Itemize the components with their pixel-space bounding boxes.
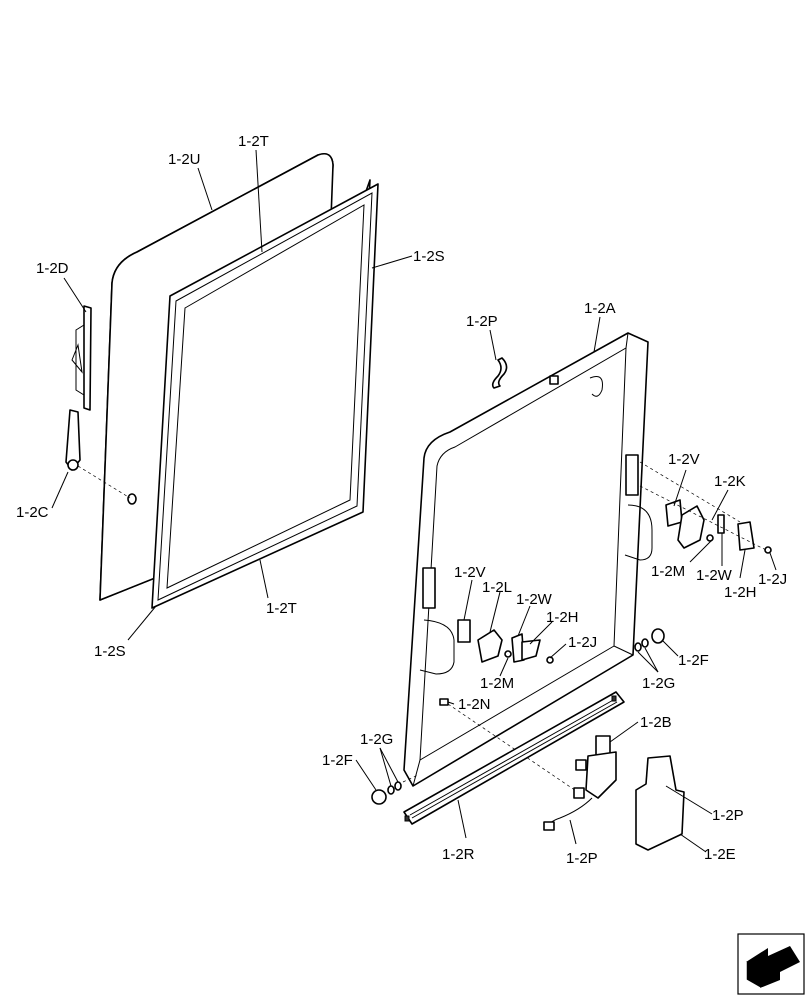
label-1-2m-right: 1-2M <box>651 563 685 580</box>
label-1-2h-right: 1-2H <box>724 584 757 601</box>
label-1-2l: 1-2L <box>482 579 512 596</box>
label-1-2f-left: 1-2F <box>322 752 353 769</box>
label-1-2g-left: 1-2G <box>360 731 393 748</box>
label-1-2t-bottom: 1-2T <box>266 600 297 617</box>
label-1-2p-hose: 1-2P <box>466 313 498 330</box>
washer-tank <box>635 755 685 851</box>
leader-lines <box>51 149 777 853</box>
part-labels: 1-2U 1-2T 1-2S 1-2D 1-2C 1-2T 1-2S 1-2P … <box>16 133 787 867</box>
label-1-2t-top: 1-2T <box>238 133 269 150</box>
next-page-arrow-icon[interactable] <box>737 933 805 995</box>
label-1-2w-left: 1-2W <box>516 591 553 608</box>
label-1-2j-left: 1-2J <box>568 634 597 651</box>
label-1-2r: 1-2R <box>442 846 475 863</box>
bumper-right <box>634 628 665 652</box>
label-1-2w-right: 1-2W <box>696 567 733 584</box>
hardware-right <box>639 461 772 554</box>
label-1-2d: 1-2D <box>36 260 69 277</box>
rail <box>403 691 625 825</box>
label-1-2b: 1-2B <box>640 714 672 731</box>
door-frame <box>403 332 653 787</box>
label-1-2s-right: 1-2S <box>413 248 445 265</box>
label-1-2e: 1-2E <box>704 846 736 863</box>
label-1-2v-right: 1-2V <box>668 451 700 468</box>
label-1-2p-pump: 1-2P <box>566 850 598 867</box>
label-1-2j-right: 1-2J <box>758 571 787 588</box>
label-1-2p-tank: 1-2P <box>712 807 744 824</box>
label-1-2n: 1-2N <box>458 696 491 713</box>
label-1-2h-left: 1-2H <box>546 609 579 626</box>
washer-pump <box>543 735 617 831</box>
label-1-2s-left: 1-2S <box>94 643 126 660</box>
label-1-2m-left: 1-2M <box>480 675 514 692</box>
label-1-2g-right: 1-2G <box>642 675 675 692</box>
label-1-2v-left: 1-2V <box>454 564 486 581</box>
label-1-2a: 1-2A <box>584 300 616 317</box>
label-1-2c: 1-2C <box>16 504 49 521</box>
label-1-2f-right: 1-2F <box>678 652 709 669</box>
hose <box>491 357 508 389</box>
label-1-2u: 1-2U <box>168 151 201 168</box>
wiper-assembly <box>65 305 137 505</box>
window-seal <box>151 183 379 609</box>
label-1-2k: 1-2K <box>714 473 746 490</box>
